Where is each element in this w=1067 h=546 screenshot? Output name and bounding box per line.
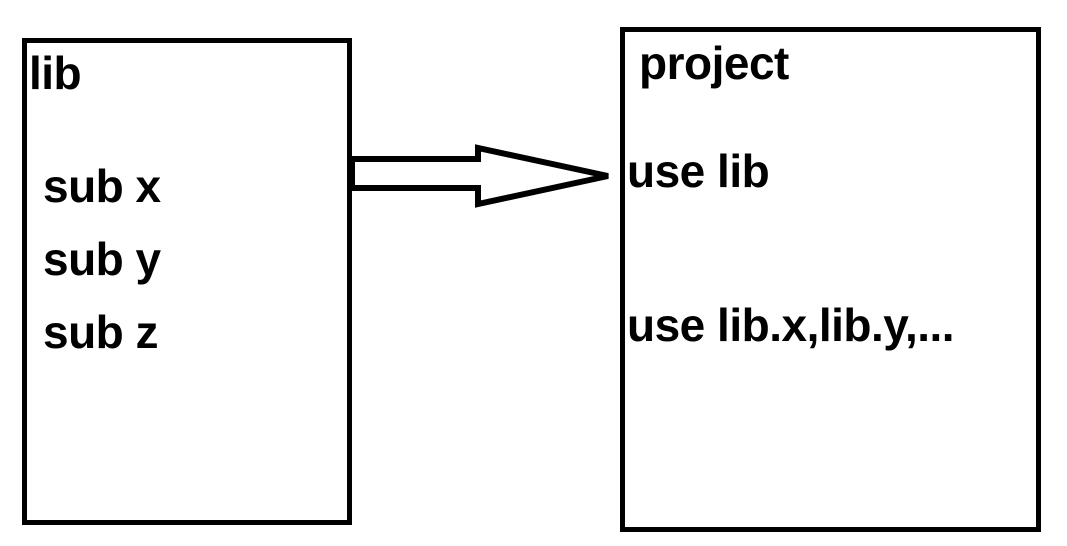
block-arrow-icon bbox=[350, 142, 612, 210]
project-box-statement-use-members: use lib.x,lib.y,... bbox=[627, 299, 955, 351]
lib-box-title: lib bbox=[29, 47, 82, 99]
project-box-statement-use-lib: use lib bbox=[627, 145, 770, 197]
project-box-title: project bbox=[639, 37, 789, 89]
lib-box-member-sub-x: sub x bbox=[43, 160, 161, 212]
lib-box-member-sub-z: sub z bbox=[43, 306, 159, 358]
project-box bbox=[620, 27, 1041, 532]
lib-box-member-sub-y: sub y bbox=[43, 233, 161, 285]
lib-box bbox=[22, 38, 352, 525]
project-box-statement-clip: use lib.x,lib.y,... bbox=[625, 290, 1041, 360]
